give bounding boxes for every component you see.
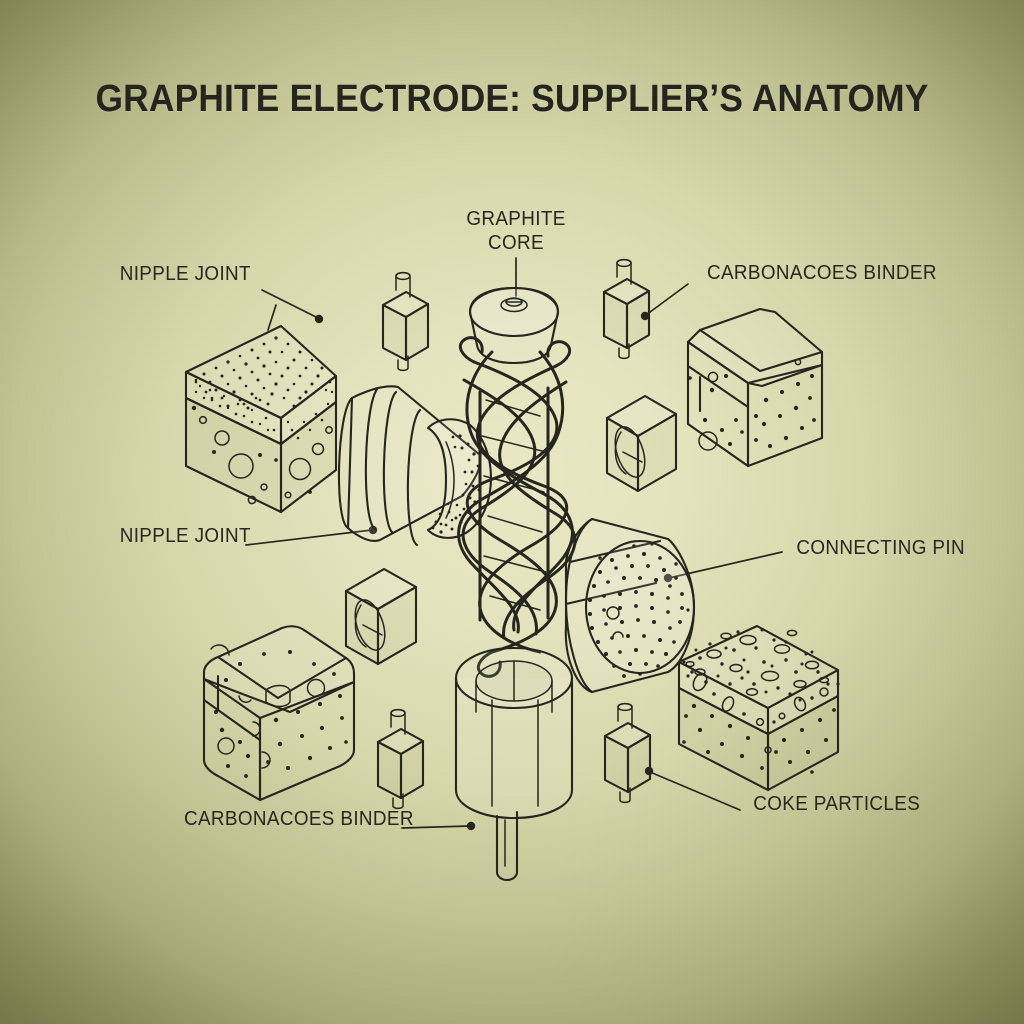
part-porous-layer-cube (677, 624, 840, 792)
label-nipple-joint-mid: NIPPLE JOINT (119, 524, 251, 547)
part-stud-box-lower-right (603, 702, 652, 804)
pore-dots (213, 650, 348, 778)
label-carbonacoes-binder-bottom: CARBONACOES BINDER (183, 807, 414, 830)
pore-circles (698, 358, 802, 451)
part-helix-column (457, 336, 577, 678)
label-nipple-joint-top: NIPPLE JOINT (119, 262, 251, 285)
label-carbonacoes-binder-top: CARBONACOES BINDER (706, 261, 937, 284)
helix-rungs (481, 399, 547, 611)
pore-circles (210, 644, 326, 769)
part-socket-cup (454, 646, 574, 882)
pore-dots (688, 374, 816, 448)
label-coke-particles: COKE PARTICLES (753, 792, 921, 815)
stipple-side (194, 380, 334, 440)
part-hollow-cylinder-left (337, 385, 493, 547)
part-stud-box-top (602, 258, 651, 360)
part-stud-box-lower-left (376, 708, 425, 810)
part-stippled-layer-cube (184, 324, 338, 514)
pores (198, 415, 333, 505)
label-graphite-core-line2: CORE (488, 231, 544, 255)
endface-stipple (588, 542, 690, 678)
part-rounded-cube-left (202, 625, 356, 802)
page-title: GRAPHITE ELECTRODE: SUPPLIER’S ANATOMY (95, 78, 929, 120)
part-solid-cylinder-right (564, 517, 696, 694)
porous-top (682, 628, 830, 702)
stipple-top (194, 336, 332, 416)
label-connecting-pin: CONNECTING PIN (796, 536, 965, 559)
part-rounded-block-right (686, 307, 824, 468)
part-slab-hole-lower (344, 567, 418, 666)
part-slab-hole-upper (605, 394, 678, 493)
part-stud-box-upper-left (381, 271, 430, 372)
label-graphite-core: GRAPHITE CORE (465, 207, 566, 255)
label-graphite-core-line1: GRAPHITE (466, 207, 566, 230)
